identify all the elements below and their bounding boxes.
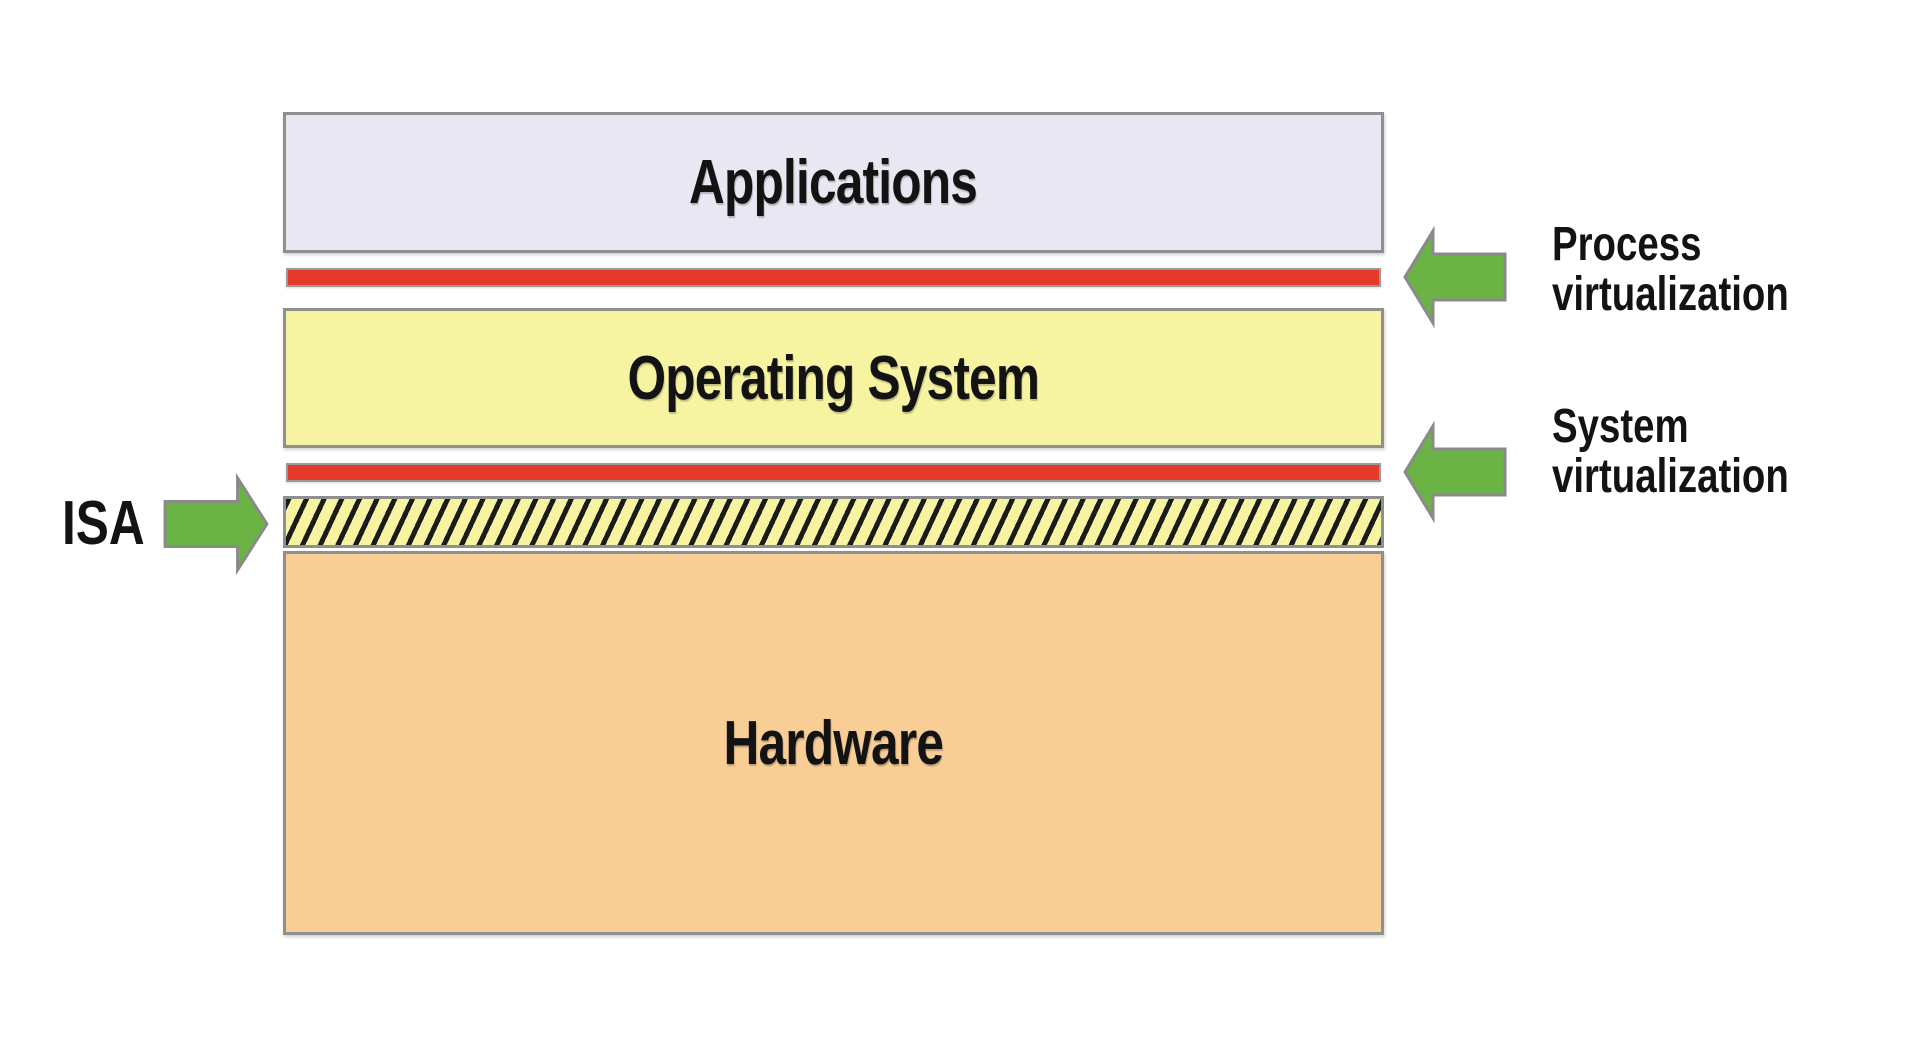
- system-interface-bar: [286, 463, 1381, 482]
- layer-operating-system: Operating System: [283, 308, 1384, 448]
- process-left-arrow-shape: [1403, 225, 1507, 329]
- operating-system-label: Operating System: [627, 343, 1040, 413]
- isa-label: ISA: [62, 489, 145, 558]
- applications-label: Applications: [689, 148, 978, 217]
- isa-right-arrow-shape: [163, 472, 269, 576]
- layer-hardware: Hardware: [283, 551, 1384, 935]
- isa-right-arrow-icon: [163, 472, 269, 576]
- layer-applications: Applications: [283, 112, 1384, 253]
- hardware-label: Hardware: [723, 708, 944, 778]
- system-left-arrow-icon: [1403, 420, 1507, 524]
- system-virtualization-label: System virtualization: [1552, 400, 1789, 504]
- process-left-arrow-icon: [1403, 225, 1507, 329]
- system-left-arrow-shape: [1403, 420, 1507, 524]
- process-virtualization-label: Process virtualization: [1552, 218, 1789, 322]
- process-interface-bar: [286, 268, 1381, 287]
- isa-hatched-layer: [283, 496, 1384, 548]
